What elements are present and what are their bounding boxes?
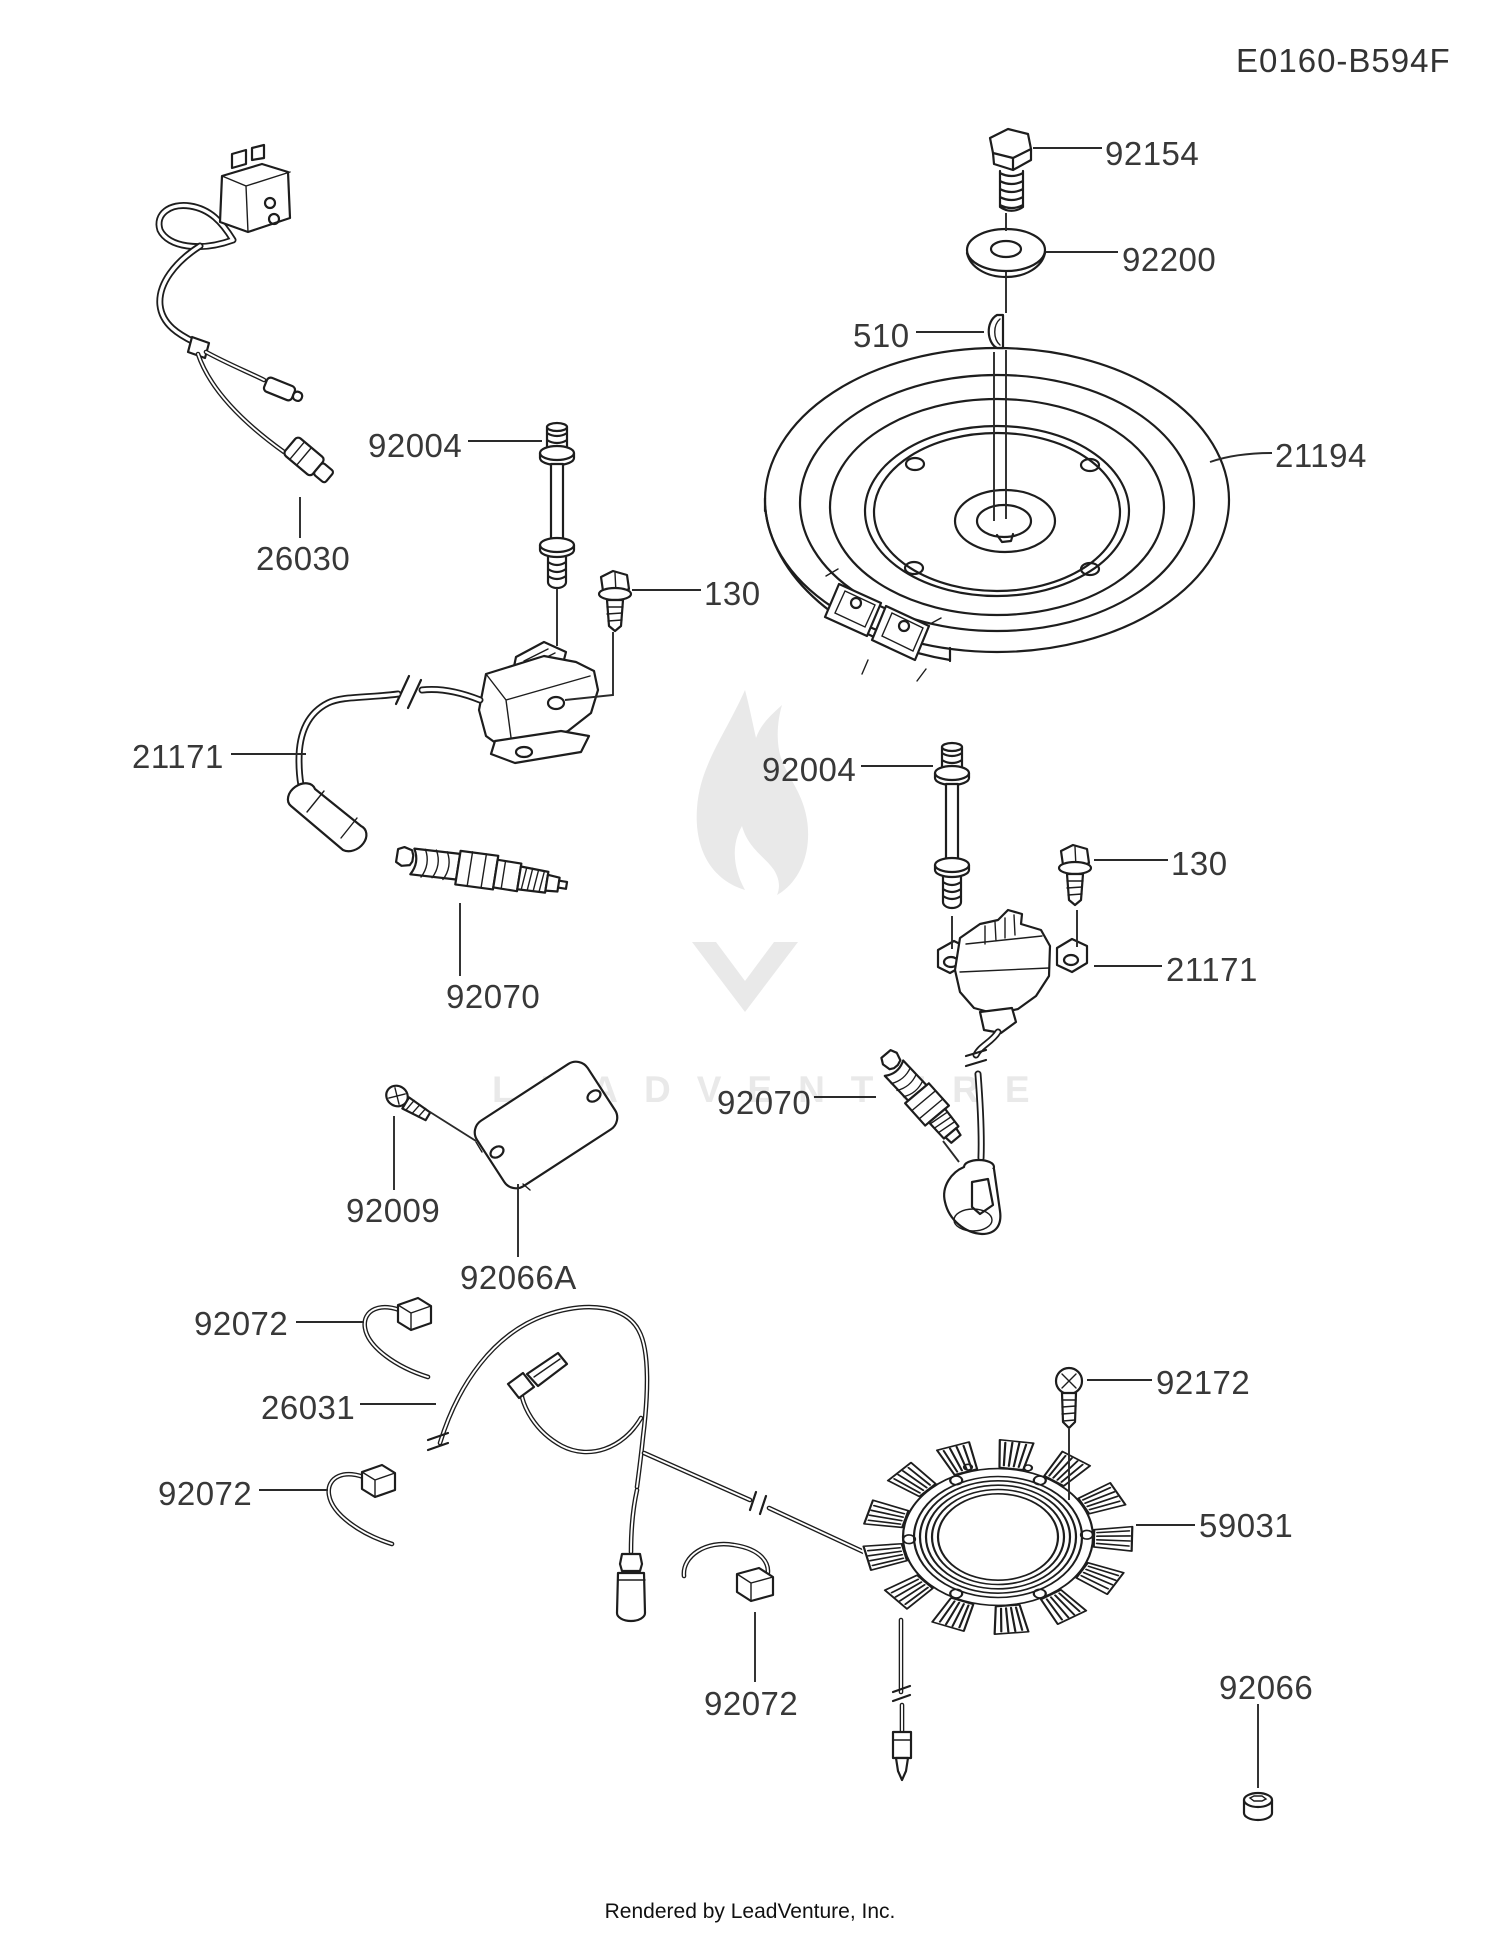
part-label-92066: 92066	[1219, 1669, 1314, 1706]
part-label-92009: 92009	[346, 1192, 441, 1229]
flywheel-bolt-drawing	[988, 127, 1033, 212]
part-label-92072-2: 92072	[158, 1475, 253, 1512]
part-label-92200: 92200	[1122, 241, 1217, 278]
cover-plate-drawing	[473, 1060, 619, 1191]
spark-plug-right-drawing	[880, 1049, 962, 1144]
plug-92066-drawing	[1242, 1791, 1274, 1822]
plug-wire-right-drawing	[943, 1028, 1002, 1236]
part-label-59031: 59031	[1199, 1507, 1294, 1544]
diagram-code: E0160-B594F	[1236, 42, 1451, 79]
plug-wire-left-drawing	[286, 674, 484, 853]
flywheel-drawing	[763, 346, 1231, 682]
bolt-130-left-drawing	[597, 569, 633, 633]
part-label-21194: 21194	[1275, 437, 1367, 474]
stator-drawing	[861, 1438, 1135, 1782]
part-label-92070-left: 92070	[446, 978, 541, 1015]
leader-lines	[231, 147, 1273, 1788]
ignition-coil-left-drawing	[477, 640, 600, 765]
stud-right-drawing	[933, 741, 971, 910]
woodruff-key-drawing	[987, 313, 1005, 350]
cable-clamp-1-drawing	[362, 1296, 433, 1380]
part-label-92072-3: 92072	[704, 1685, 799, 1722]
cable-clamp-3-drawing	[681, 1541, 775, 1603]
screw-92009-drawing	[385, 1084, 432, 1122]
part-label-510: 510	[853, 317, 910, 354]
wiring-harness-26031-drawing	[426, 1304, 877, 1623]
part-label-92004-right: 92004	[762, 751, 857, 788]
part-label-92172: 92172	[1156, 1364, 1251, 1401]
bolt-130-right-drawing	[1057, 843, 1093, 907]
stud-left-drawing	[538, 421, 576, 590]
part-label-21171-right: 21171	[1166, 951, 1258, 988]
part-label-92066a: 92066A	[460, 1259, 577, 1296]
stop-switch-harness-drawing	[155, 143, 335, 484]
render-credit: Rendered by LeadVenture, Inc.	[604, 1900, 896, 1923]
screw-92172-drawing	[1054, 1366, 1084, 1430]
part-label-130-left: 130	[704, 575, 761, 612]
spark-plug-left-drawing	[394, 845, 569, 894]
part-label-130-right: 130	[1171, 845, 1228, 882]
part-label-92072-1: 92072	[194, 1305, 289, 1342]
washer-drawing	[965, 227, 1047, 279]
ignition-coil-right-drawing	[936, 908, 1089, 1035]
part-label-92154: 92154	[1105, 135, 1200, 172]
part-label-92070-right: 92070	[717, 1084, 812, 1121]
cable-clamp-2-drawing	[326, 1463, 397, 1547]
part-label-21171-left: 21171	[132, 738, 224, 775]
part-label-92004-left: 92004	[368, 427, 463, 464]
part-label-26030: 26030	[256, 540, 351, 577]
part-label-26031: 26031	[261, 1389, 356, 1426]
assembly-axis-lines	[993, 213, 1007, 521]
